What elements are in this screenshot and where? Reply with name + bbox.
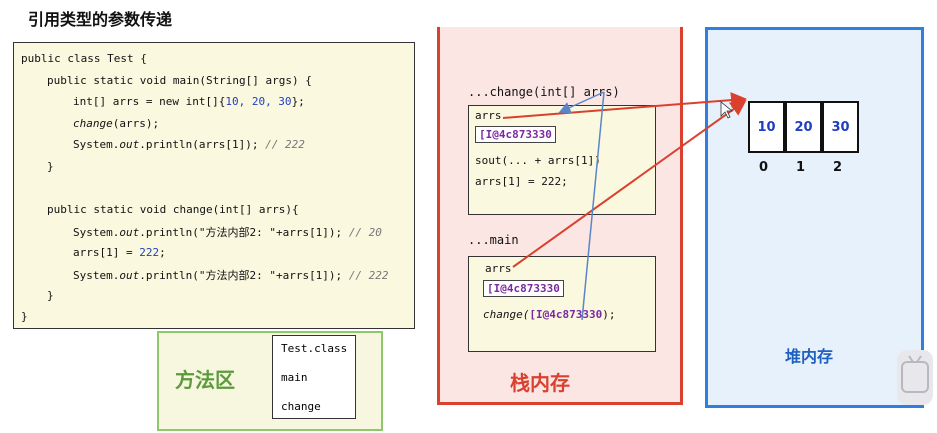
code-panel: public class Test { public static void m… — [13, 42, 415, 329]
param-link-line — [581, 91, 605, 321]
code-line: public static void main(String[] args) { — [47, 74, 312, 87]
heap-array: 10 20 30 — [748, 101, 859, 153]
param-link-line — [558, 91, 605, 114]
code-line: change(arrs); — [73, 117, 160, 130]
change-frame-var: arrs — [475, 109, 502, 122]
method-item: main — [281, 371, 308, 384]
array-index: 2 — [832, 160, 843, 175]
main-frame-call: change([I@4c873330); — [483, 308, 616, 321]
array-cell: 10 — [748, 101, 785, 153]
code-line: public class Test { — [21, 52, 147, 65]
code-line: } — [21, 310, 28, 323]
array-cell: 30 — [822, 101, 859, 153]
array-index: 1 — [795, 160, 806, 175]
slide-title: 引用类型的参数传递 — [28, 10, 173, 29]
method-area-label: 方法区 — [175, 368, 235, 392]
reference-arrow — [512, 99, 747, 268]
change-frame-address: [I@4c873330 — [475, 126, 556, 143]
reference-arrow — [502, 92, 747, 119]
code-line: arrs[1] = 222; — [73, 246, 166, 259]
mouse-cursor-icon — [720, 101, 734, 119]
main-frame-title: ...main — [468, 233, 519, 247]
change-frame-line: arrs[1] = 222; — [475, 175, 568, 188]
main-frame-var: arrs — [485, 262, 512, 275]
change-frame-line: sout(... + arrs[1]) — [475, 154, 601, 167]
code-line: System.out.println("方法内部2: "+arrs[1]); /… — [73, 269, 389, 282]
heap-indices: 0 1 2 — [745, 160, 856, 175]
method-item: Test.class — [281, 342, 348, 355]
main-frame-address: [I@4c873330 — [483, 280, 564, 297]
code-line: int[] arrs = new int[]{10, 20, 30}; — [73, 95, 305, 108]
method-area-box: Test.class main change — [272, 335, 356, 419]
code-line: public static void change(int[] arrs){ — [47, 203, 299, 216]
player-logo-icon — [897, 350, 933, 405]
main-frame: arrs [I@4c873330 change([I@4c873330); — [468, 256, 656, 352]
change-frame: arrs [I@4c873330 sout(... + arrs[1]) arr… — [468, 105, 656, 215]
code-line: } — [47, 160, 54, 173]
method-item: change — [281, 400, 321, 413]
code-line: System.out.println("方法内部2: "+arrs[1]); /… — [73, 226, 382, 239]
array-cell: 20 — [785, 101, 822, 153]
heap-memory — [705, 27, 924, 408]
tv-icon — [901, 355, 929, 393]
array-index: 0 — [758, 160, 769, 175]
heap-label: 堆内存 — [785, 347, 834, 366]
stack-label: 栈内存 — [510, 371, 570, 395]
code-line: } — [47, 289, 54, 302]
change-frame-title: ...change(int[] arrs) — [468, 85, 620, 99]
code-line: System.out.println(arrs[1]); // 222 — [73, 138, 305, 151]
